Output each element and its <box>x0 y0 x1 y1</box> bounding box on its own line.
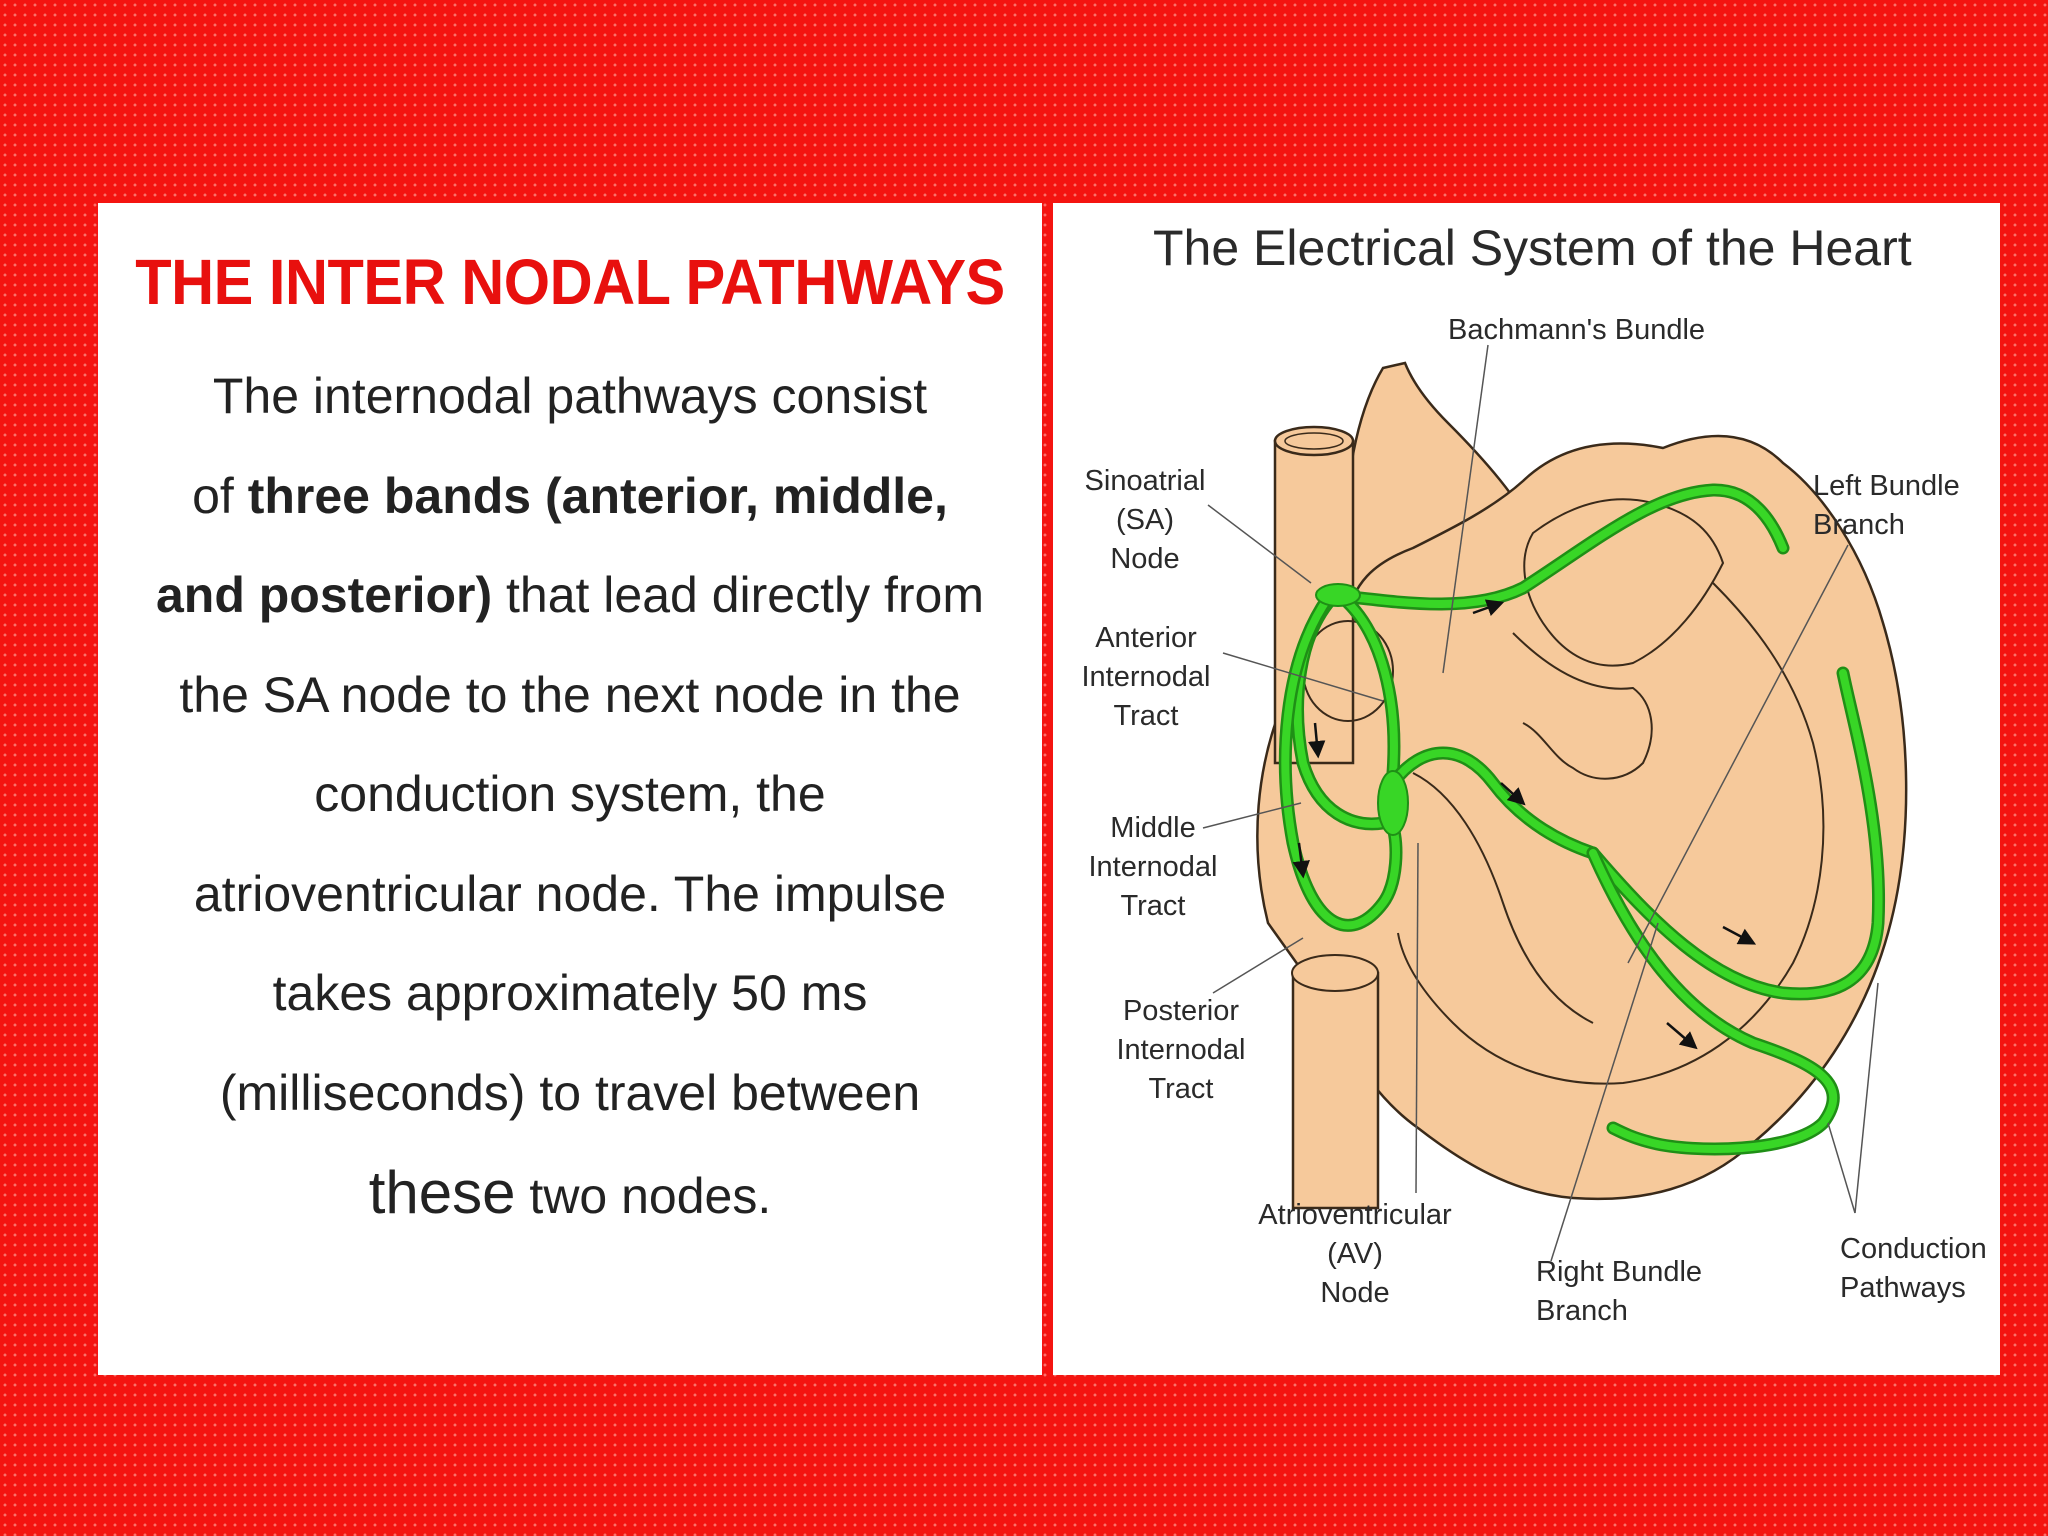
label-line: Internodal <box>1082 661 1211 693</box>
diagram-panel: The Electrical System of the Heart <box>1053 203 2000 1375</box>
slide-title: THE INTER NODAL PATHWAYS <box>135 246 1005 318</box>
text-panel: THE INTER NODAL PATHWAYS The internodal … <box>98 203 1042 1375</box>
label-conduction-pathways: Conduction Pathways <box>1840 1233 1987 1304</box>
slide-body-text: The internodal pathways consist of three… <box>108 347 1032 1247</box>
label-line: Right Bundle <box>1536 1256 1702 1288</box>
label-line: Node <box>1110 543 1179 575</box>
label-line: Left Bundle <box>1813 470 1960 502</box>
text-run: the SA node to the next node in the <box>179 666 961 723</box>
label-line: Tract <box>1121 890 1186 922</box>
body-line: and posterior) that lead directly from <box>108 546 1032 646</box>
label-line: Posterior <box>1123 995 1239 1027</box>
leader-line <box>1222 652 1384 702</box>
bachmanns-bundle-pathway <box>1339 485 1787 608</box>
text-run: conduction system, the <box>314 766 826 822</box>
bold-run: and posterior) <box>155 567 493 623</box>
bundle-of-his-pathway <box>1389 749 1597 857</box>
leader-line <box>1550 922 1659 1262</box>
label-posterior-internodal-tract: Posterior Internodal Tract <box>1117 995 1246 1105</box>
label-line: Internodal <box>1117 1034 1246 1066</box>
arrow-icon <box>1292 842 1310 879</box>
leader-line <box>1415 842 1419 1194</box>
label-line: Middle <box>1110 812 1195 844</box>
body-line: (milliseconds) to travel between <box>108 1044 1032 1144</box>
text-run: The internodal pathways consist <box>212 368 928 424</box>
septum-outline <box>1412 772 1594 1024</box>
label-line: (SA) <box>1116 504 1174 536</box>
large-text-run: these <box>368 1159 516 1226</box>
heart-conduction-diagram: The Electrical System of the Heart <box>1082 220 1987 1327</box>
label-sinoatrial-node: Sinoatrial (SA) Node <box>1085 465 1206 575</box>
left-atrium-outline <box>1523 498 1725 667</box>
leader-line <box>1854 982 1879 1214</box>
bold-run: three bands (anterior, middle, <box>247 467 948 524</box>
arrow-icon <box>1666 1022 1698 1050</box>
label-line: Pathways <box>1840 1272 1966 1304</box>
label-line: Node <box>1320 1277 1389 1309</box>
leader-line <box>1212 937 1304 994</box>
diagram-title: The Electrical System of the Heart <box>1153 220 1912 276</box>
arrow-icon <box>1307 722 1326 759</box>
text-run: (milliseconds) to travel between <box>219 1064 921 1121</box>
label-line: Branch <box>1813 509 1905 541</box>
ventricle-outline <box>1397 582 1825 1085</box>
body-line: atrioventricular node. The impulse <box>108 845 1032 945</box>
label-middle-internodal-tract: Middle Internodal Tract <box>1089 812 1218 922</box>
leader-line <box>1207 504 1312 584</box>
label-line: Atrioventricular <box>1258 1199 1452 1231</box>
posterior-internodal-pathway <box>1281 594 1400 930</box>
label-line: Internodal <box>1089 851 1218 883</box>
body-line: of three bands (anterior, middle, <box>108 447 1032 547</box>
text-run: takes approximately 50 ms <box>272 965 868 1021</box>
label-anterior-internodal-tract: Anterior Internodal Tract <box>1082 622 1211 732</box>
body-line: conduction system, the <box>108 745 1032 845</box>
label-line: (AV) <box>1327 1238 1383 1270</box>
text-run: that lead directly from <box>492 567 984 623</box>
leader-line <box>1202 802 1302 829</box>
body-line: takes approximately 50 ms <box>108 944 1032 1044</box>
text-run: atrioventricular node. The impulse <box>193 865 947 922</box>
sa-node-blob <box>1315 583 1361 607</box>
label-line: Sinoatrial <box>1085 465 1206 497</box>
leader-line <box>1627 544 1849 964</box>
left-bundle-pathway <box>1589 669 1883 998</box>
text-run: two nodes. <box>515 1168 772 1224</box>
label-line: Conduction <box>1840 1233 1987 1265</box>
vena-cava-opening <box>1273 425 1355 457</box>
label-atrioventricular-node: Atrioventricular (AV) Node <box>1258 1199 1452 1309</box>
label-line: Branch <box>1536 1295 1628 1327</box>
arrow-icon <box>1722 925 1757 945</box>
arrow-icon <box>1500 782 1526 806</box>
label-left-bundle-branch: Left Bundle Branch <box>1813 470 1960 541</box>
label-bachmanns-bundle: Bachmann's Bundle <box>1448 314 1705 346</box>
arrow-icon <box>1472 599 1505 616</box>
right-bundle-pathway <box>1589 849 1838 1153</box>
inferior-vena-cava-ring <box>1291 954 1379 992</box>
body-line: these two nodes. <box>108 1143 1032 1247</box>
label-line: Tract <box>1149 1073 1214 1105</box>
label-line: Tract <box>1114 700 1179 732</box>
vena-cava-inner <box>1284 432 1344 450</box>
inferior-vena-cava-shape <box>1291 971 1380 1210</box>
valve-outline <box>1512 632 1653 780</box>
leader-line <box>1442 344 1489 674</box>
text-run: of <box>192 467 248 524</box>
leader-line <box>1827 1122 1856 1214</box>
label-right-bundle-branch: Right Bundle Branch <box>1536 1256 1702 1327</box>
av-node-blob <box>1377 770 1409 836</box>
body-line: The internodal pathways consist <box>108 347 1032 447</box>
label-line: Anterior <box>1095 622 1197 654</box>
body-line: the SA node to the next node in the <box>108 646 1032 746</box>
